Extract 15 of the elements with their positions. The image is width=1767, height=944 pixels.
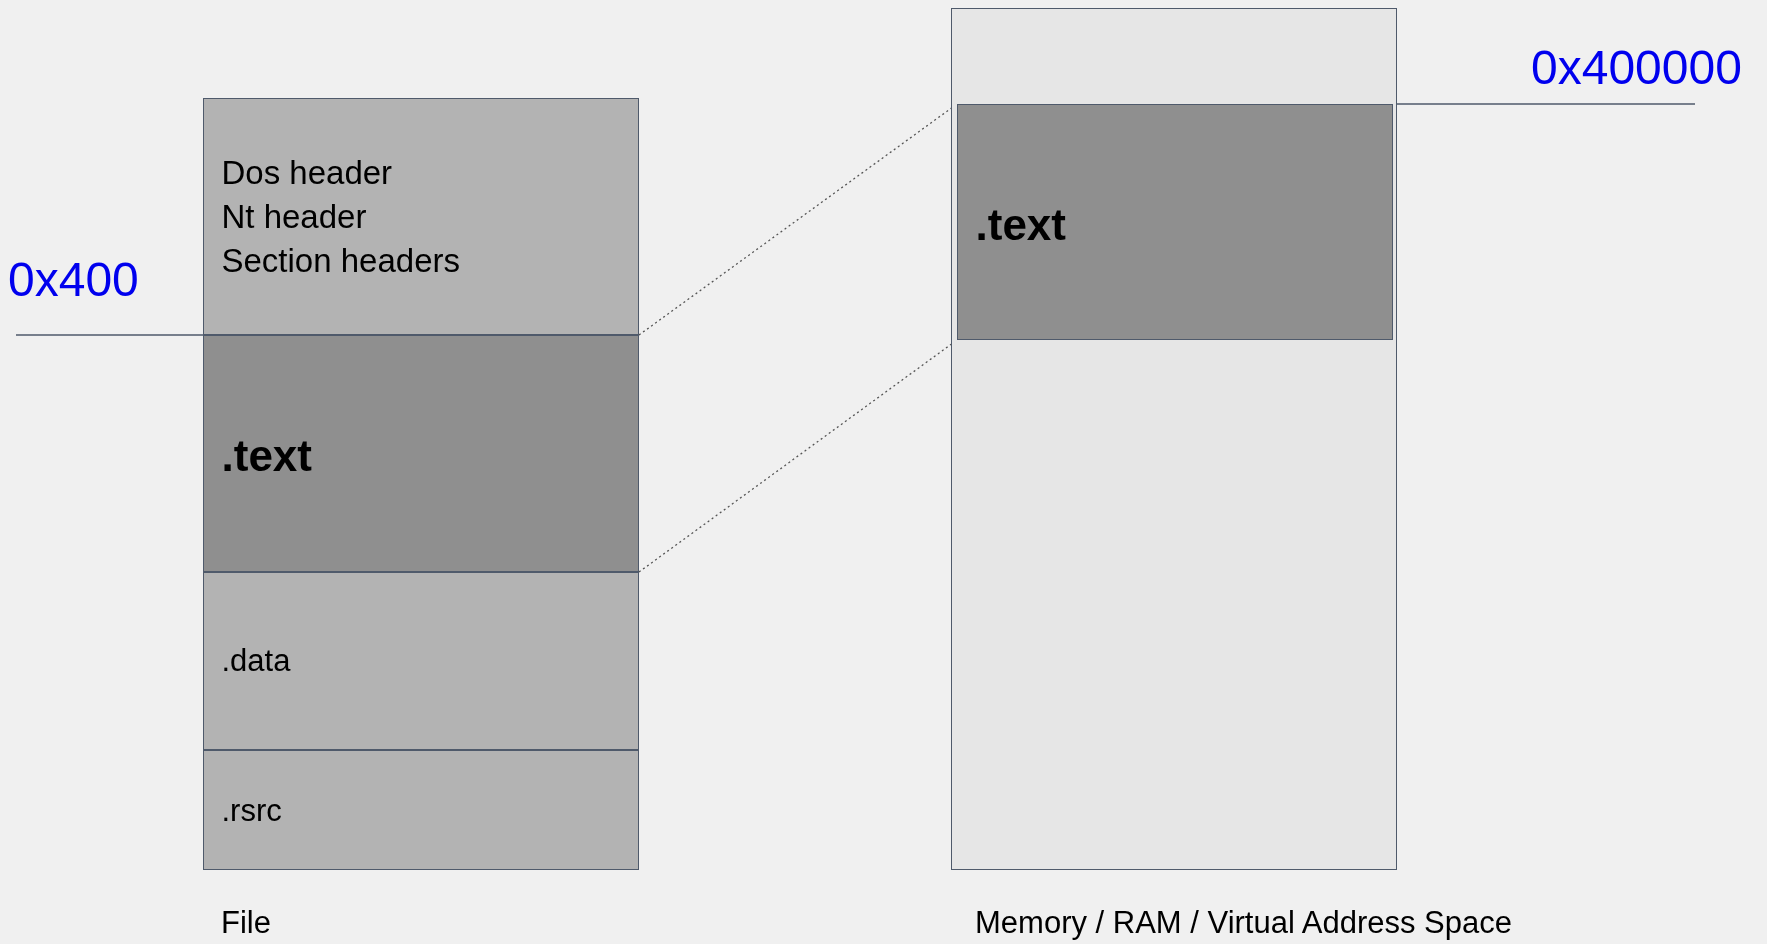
- section-label: Nt header: [221, 197, 367, 236]
- address-label: 0x400000: [1531, 40, 1742, 95]
- section-label: .text: [221, 430, 312, 481]
- section-box: [956, 103, 1393, 340]
- section-label: .text: [975, 199, 1066, 250]
- node-label: File: [221, 905, 271, 941]
- memory-layout-box: [951, 8, 1397, 870]
- section-label: .data: [221, 642, 291, 679]
- section-box: [202, 571, 639, 750]
- node-label: Memory / RAM / Virtual Address Space: [975, 905, 1512, 941]
- address-label: 0x400: [8, 252, 139, 307]
- section-label: Section headers: [221, 241, 460, 280]
- section-label: Dos header: [221, 153, 393, 192]
- section-box: [202, 334, 639, 572]
- section-label: .rsrc: [221, 792, 282, 829]
